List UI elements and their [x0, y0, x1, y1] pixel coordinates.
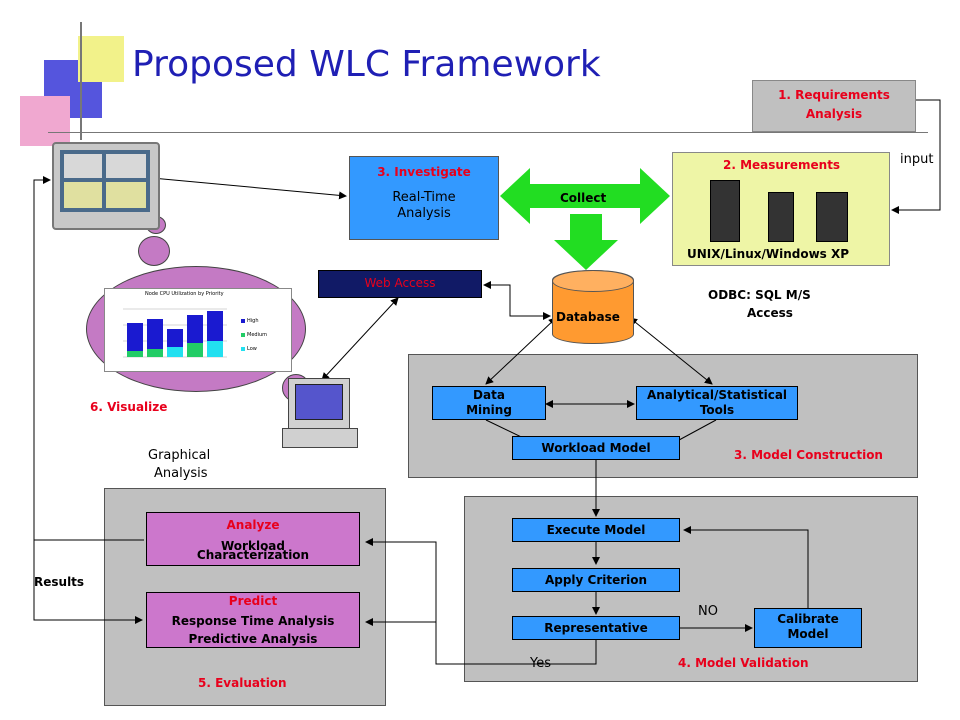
graphical-analysis-line2: Analysis	[154, 466, 208, 481]
no-label: NO	[698, 604, 718, 619]
mini-chart: Node CPU Utilization by Priority High Me…	[104, 288, 292, 372]
model-construction-label: 3. Model Construction	[734, 448, 883, 462]
down-green-arrow	[554, 214, 618, 270]
collect-arrow	[500, 168, 670, 224]
model-validation-label: 4. Model Validation	[678, 656, 809, 670]
page-title: Proposed WLC Framework	[132, 44, 601, 85]
investigate-line1: Real-Time	[392, 190, 456, 205]
analytical-line1: Analytical/Statistical	[646, 388, 788, 402]
server-icon-2	[768, 192, 794, 242]
results-label: Results	[34, 575, 85, 589]
keyboard-icon	[282, 428, 358, 448]
mini-legend-high: High	[247, 318, 259, 324]
database-cylinder-top	[552, 270, 634, 292]
predict-label: Predict	[228, 594, 278, 608]
execute-model-box: Execute Model	[512, 518, 680, 542]
odbc-line2: Access	[747, 306, 793, 320]
server-icon-3	[816, 192, 848, 242]
predict-line1: Response Time Analysis	[171, 614, 335, 628]
investigate-line2: Analysis	[397, 206, 451, 222]
computer-icon	[288, 378, 350, 430]
apply-criterion-label: Apply Criterion	[544, 573, 648, 587]
input-label: input	[900, 152, 934, 167]
yes-label: Yes	[530, 656, 551, 671]
collect-label: Collect	[560, 191, 607, 205]
thought-bubble-large	[138, 236, 170, 266]
requirements-analysis-box: 1. Requirements Analysis	[752, 80, 916, 132]
analyze-box: Analyze Workload Characterization	[146, 512, 360, 566]
analyze-line2: Characterization	[196, 548, 310, 562]
server-icon-1	[710, 180, 740, 242]
analytical-tools-box: Analytical/Statistical Tools	[636, 386, 798, 420]
workload-model-label: Workload Model	[541, 441, 651, 455]
representative-label: Representative	[544, 621, 648, 635]
analytical-line2: Tools	[699, 403, 735, 417]
analyze-line1: Workload	[221, 539, 285, 553]
mini-chart-plot	[123, 308, 245, 358]
monitor-icon	[52, 142, 160, 230]
decor-square-yellow	[78, 36, 124, 82]
mini-chart-title: Node CPU Utilization by Priority	[145, 291, 224, 297]
data-mining-line2: Mining	[466, 403, 512, 417]
representative-box: Representative	[512, 616, 680, 640]
odbc-line1: ODBC: SQL M/S	[708, 288, 811, 302]
analyze-label: Analyze	[226, 518, 280, 532]
predict-line2: Predictive Analysis	[188, 632, 318, 646]
web-access-label: Web Access	[364, 276, 436, 290]
web-access-box: Web Access	[318, 270, 482, 298]
calibrate-line1: Calibrate	[777, 612, 839, 626]
workload-model-box: Workload Model	[512, 436, 680, 460]
requirements-label-2: Analysis	[805, 107, 863, 121]
apply-criterion-box: Apply Criterion	[512, 568, 680, 592]
execute-model-label: Execute Model	[546, 523, 646, 537]
decor-line-v	[80, 22, 82, 140]
mini-legend-medium: Medium	[247, 332, 267, 338]
measurements-box: 2. Measurements UNIX/Linux/Windows XP	[672, 152, 890, 266]
os-label: UNIX/Linux/Windows XP	[687, 247, 850, 261]
measurements-label: 2. Measurements	[723, 158, 841, 172]
decor-square-pink	[20, 96, 70, 146]
mini-legend-low: Low	[247, 346, 257, 352]
data-mining-line1: Data	[473, 388, 505, 402]
investigate-box: 3. Investigate Real-Time Analysis	[349, 156, 499, 240]
requirements-label: 1. Requirements	[778, 88, 890, 102]
decor-line-h	[48, 132, 928, 133]
calibrate-line2: Model	[787, 627, 829, 641]
evaluation-label: 5. Evaluation	[198, 676, 287, 690]
calibrate-model-box: Calibrate Model	[754, 608, 862, 648]
investigate-label: 3. Investigate	[377, 165, 471, 179]
database-label: Database	[556, 310, 620, 324]
data-mining-box: Data Mining	[432, 386, 546, 420]
predict-box: Predict Response Time Analysis Predictiv…	[146, 592, 360, 648]
visualize-label: 6. Visualize	[90, 400, 168, 414]
graphical-analysis-line1: Graphical	[148, 448, 211, 463]
